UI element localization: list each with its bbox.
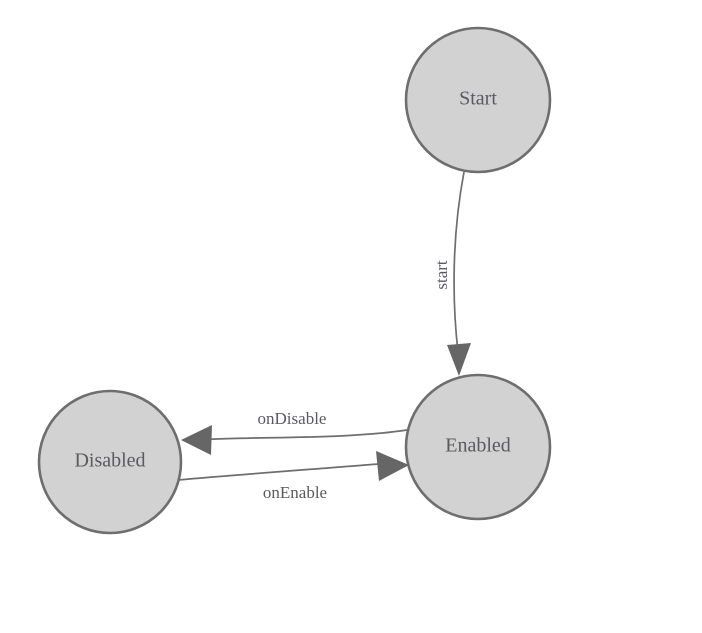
node-disabled[interactable]: Disabled [37,389,183,535]
node-circle-disabled [37,389,183,535]
edge-path-enabled-to-disabled [195,429,408,441]
edge-path-start-to-enabled [453,171,465,353]
node-start[interactable]: Start [404,26,552,174]
node-circle-enabled [404,373,552,521]
node-enabled[interactable]: Enabled [404,373,552,521]
edge-start-to-enabled[interactable]: start [432,171,471,376]
node-label-start: Start [459,88,497,110]
edge-label-start: start [432,260,451,290]
edge-path-disabled-to-enabled [177,463,379,481]
edge-label-onenable: onEnable [263,483,327,502]
edge-disabled-to-enabled[interactable]: onEnable [177,451,409,502]
arrowhead-start-to-enabled [447,343,471,376]
arrowhead-disabled-to-enabled [376,451,409,481]
edge-label-ondisable: onDisable [258,409,327,428]
node-circle-start [404,26,552,174]
arrowhead-enabled-to-disabled [181,425,212,455]
node-label-enabled: Enabled [445,435,511,457]
node-label-disabled: Disabled [74,450,145,472]
edge-enabled-to-disabled[interactable]: onDisable [181,409,408,455]
